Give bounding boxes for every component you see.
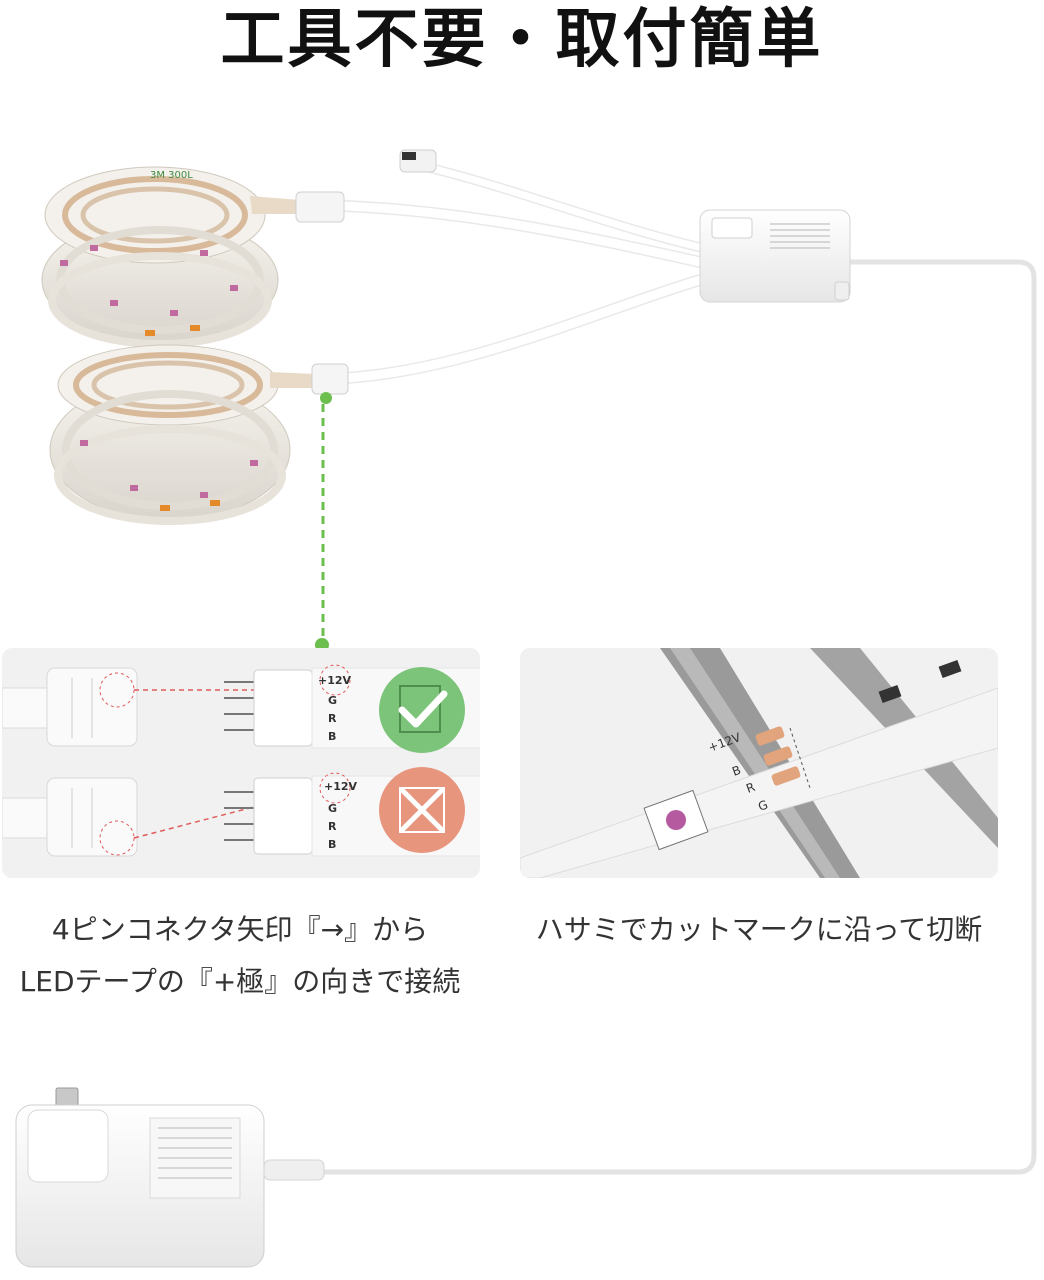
check-icon <box>379 667 465 753</box>
power-adapter <box>15 1087 325 1268</box>
strip-label-g: G <box>756 797 770 813</box>
cross-icon <box>379 767 465 853</box>
cutting-guide-panel: +12V B R G <box>520 648 998 878</box>
guide-line <box>315 392 332 652</box>
led-reel-lower <box>49 344 349 525</box>
pin-label-r: R <box>328 820 337 833</box>
cutting-diagram: +12V B R G <box>520 648 998 878</box>
cutting-caption: ハサミでカットマークに沿って切断 <box>535 913 983 946</box>
pin-label-b: B <box>328 838 337 851</box>
pin-label-12v: +12V <box>324 780 358 793</box>
input-plug-icon <box>399 149 437 173</box>
connector-diagram <box>2 664 480 857</box>
pin-label-b: B <box>328 730 337 743</box>
connector-caption-line1: 4ピンコネクタ矢印『→』から <box>51 913 429 946</box>
led-strip-segment <box>520 659 998 878</box>
pin-label-12v: +12V <box>318 674 352 687</box>
power-cable <box>317 259 1037 1175</box>
strip-label-b: B <box>730 763 743 779</box>
controller-box <box>699 209 851 303</box>
connector-lower <box>311 363 349 395</box>
tape-label: 3M 300L <box>150 170 193 181</box>
pin-label-g: G <box>328 802 338 815</box>
connector-guide-panel: +12V G R B +12V G R B <box>2 648 480 878</box>
pin-label-r: R <box>328 712 337 725</box>
connector-upper <box>295 191 345 223</box>
connector-caption-line2: LEDテープの『+極』の向きで接続 <box>19 965 461 998</box>
cables <box>317 163 1037 1175</box>
pin-label-g: G <box>328 694 338 707</box>
led-reel-upper: 3M 300L <box>41 166 345 348</box>
page-title: 工具不要・取付簡単 <box>220 3 824 77</box>
